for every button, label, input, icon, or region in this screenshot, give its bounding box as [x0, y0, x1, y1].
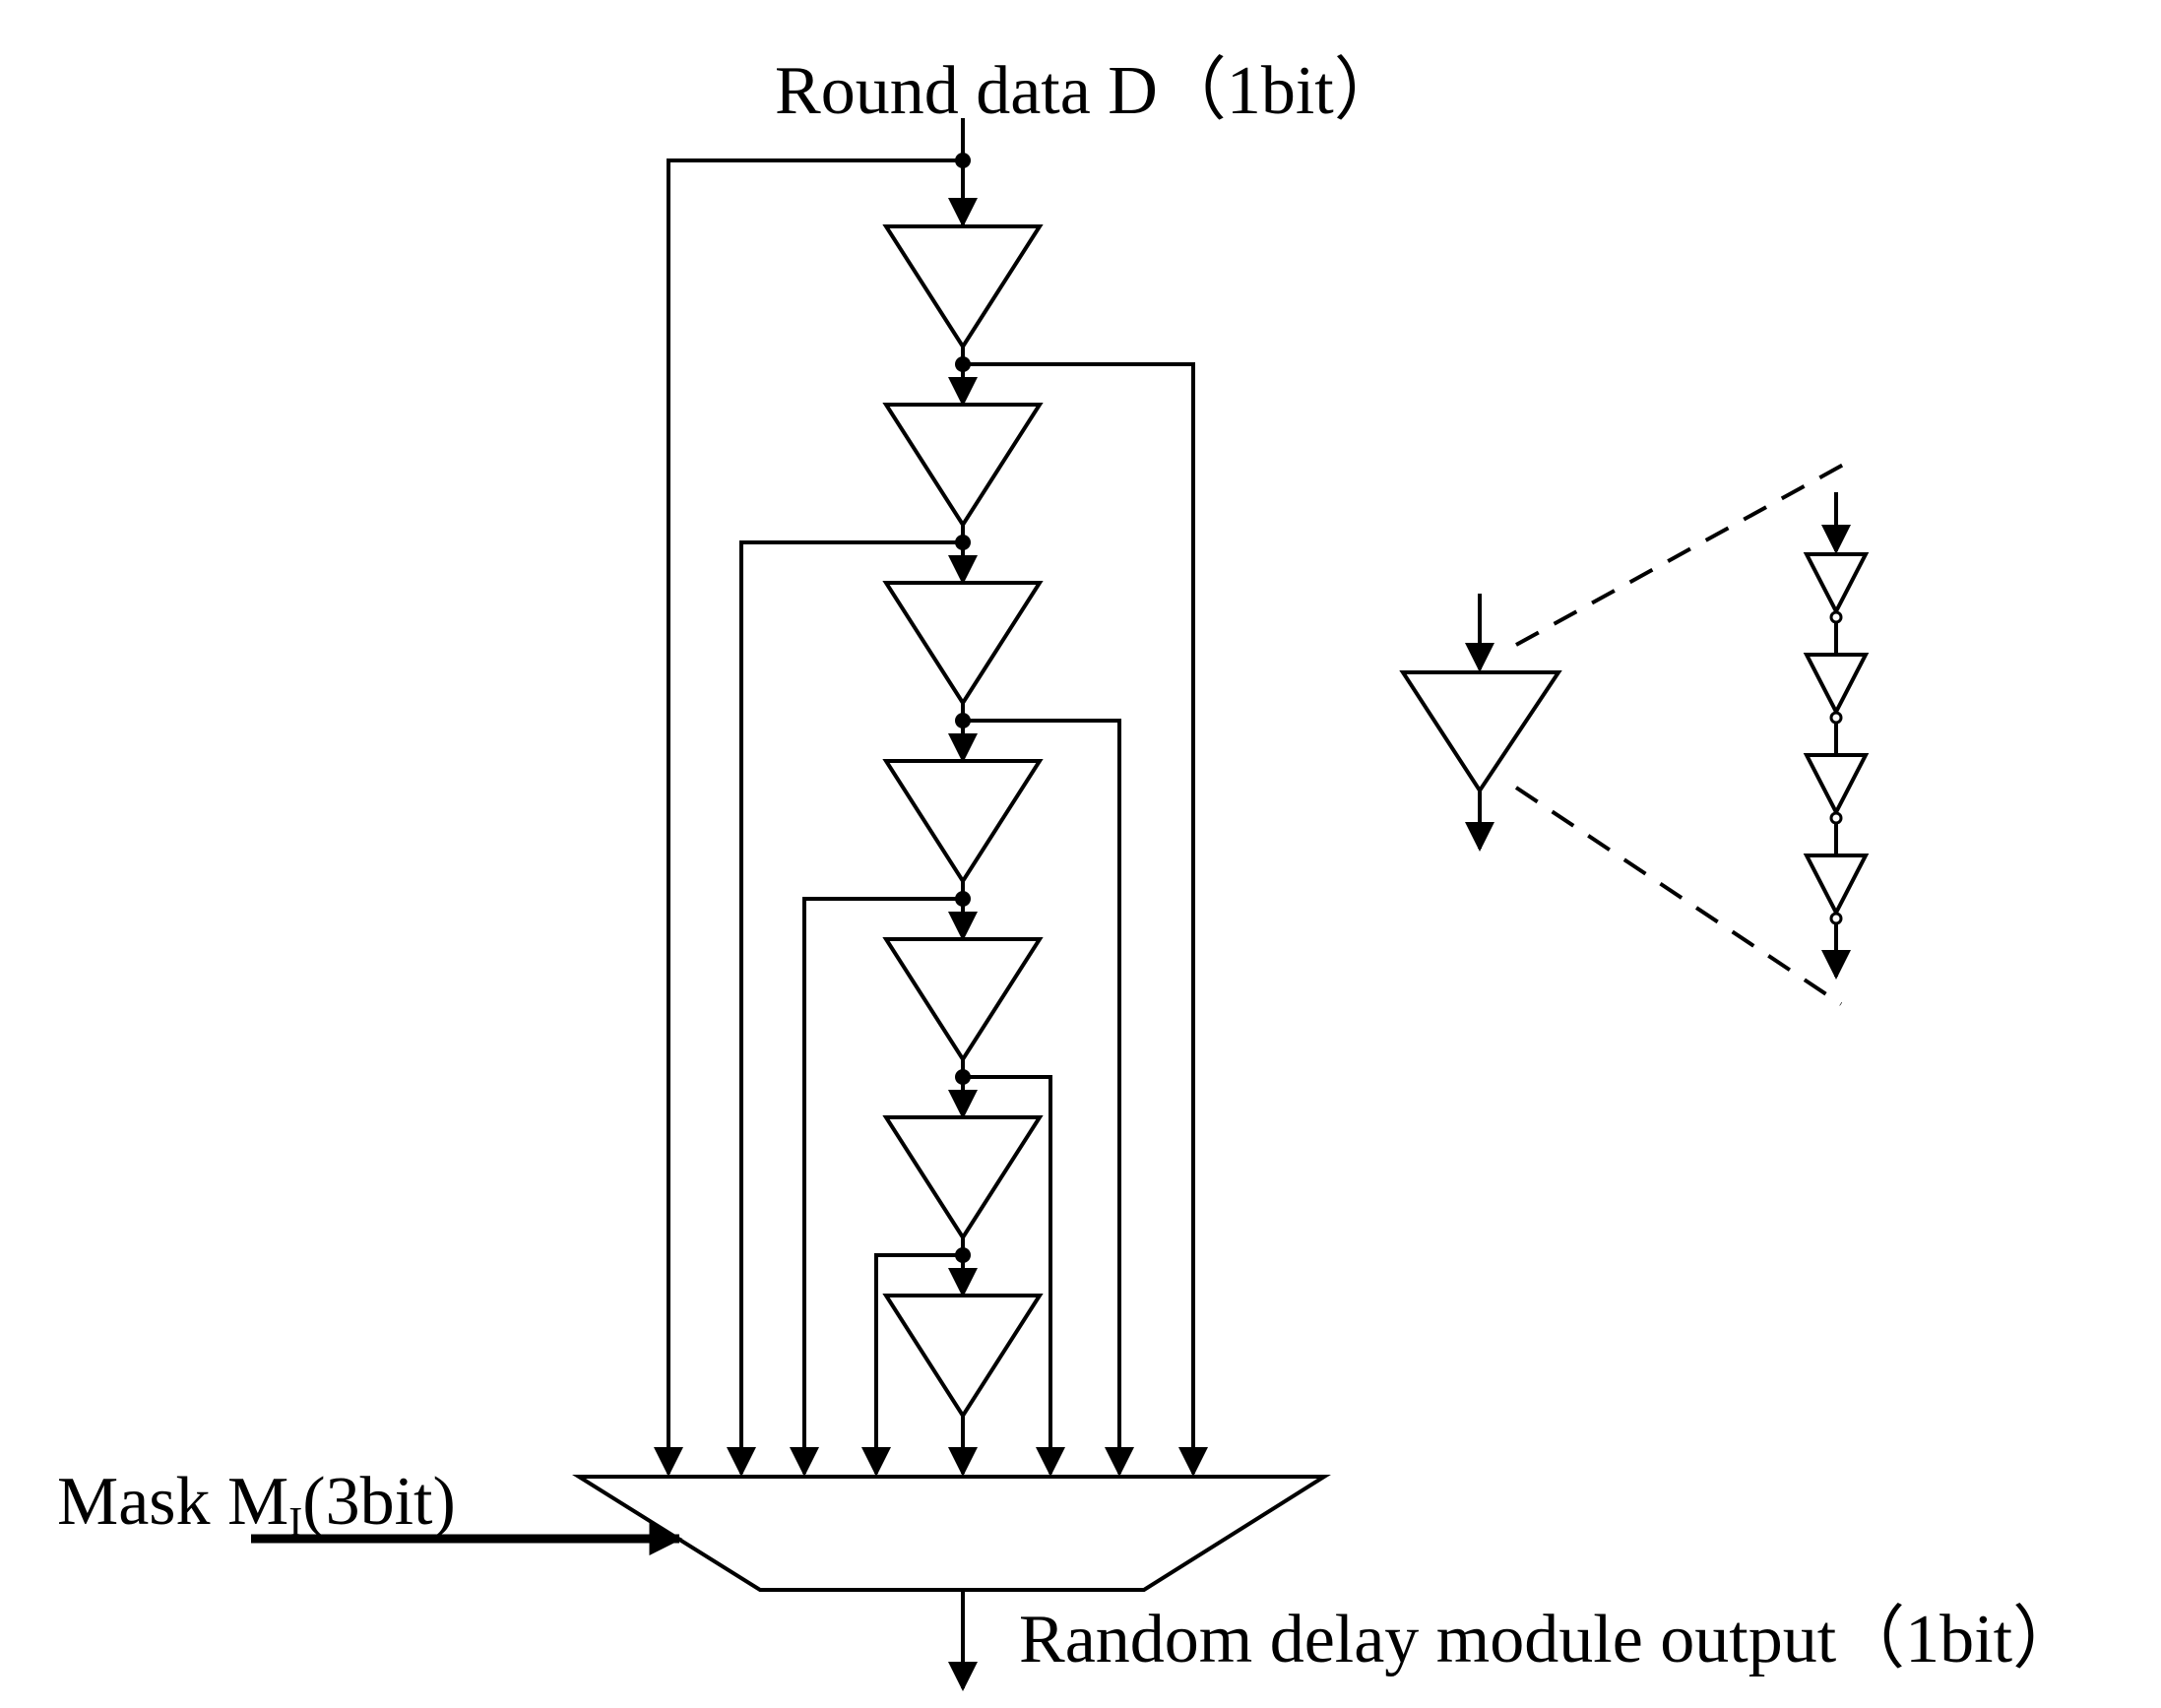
tap-wires [654, 158, 1208, 1477]
delay-buffer-3 [882, 581, 1044, 707]
delay-buffer-7 [882, 1294, 1044, 1420]
delay-buffer-4 [882, 759, 1044, 885]
mask-label: Mask MI(3bit) [57, 1464, 456, 1546]
zoom-dash-top [1515, 456, 1857, 647]
inverter-4 [1803, 854, 1870, 917]
delay-buffer-5 [882, 937, 1044, 1063]
delay-buffer-6 [882, 1115, 1044, 1241]
delay-chain [882, 224, 1044, 1477]
delay-buffer-1 [882, 224, 1044, 350]
output-label: Random delay module output（1bit） [1019, 1602, 2081, 1677]
inverter-2 [1803, 653, 1870, 717]
round-data-label: Round data D（1bit） [775, 53, 1403, 129]
inverter-1 [1803, 552, 1870, 616]
zoom-dash-bottom [1514, 786, 1843, 1006]
inverter-3 [1803, 753, 1870, 817]
zoomed-buffer [1399, 670, 1562, 794]
multiplexer [572, 1475, 1331, 1592]
delay-buffer-2 [882, 403, 1044, 529]
buffer-detail [1399, 456, 1870, 1006]
